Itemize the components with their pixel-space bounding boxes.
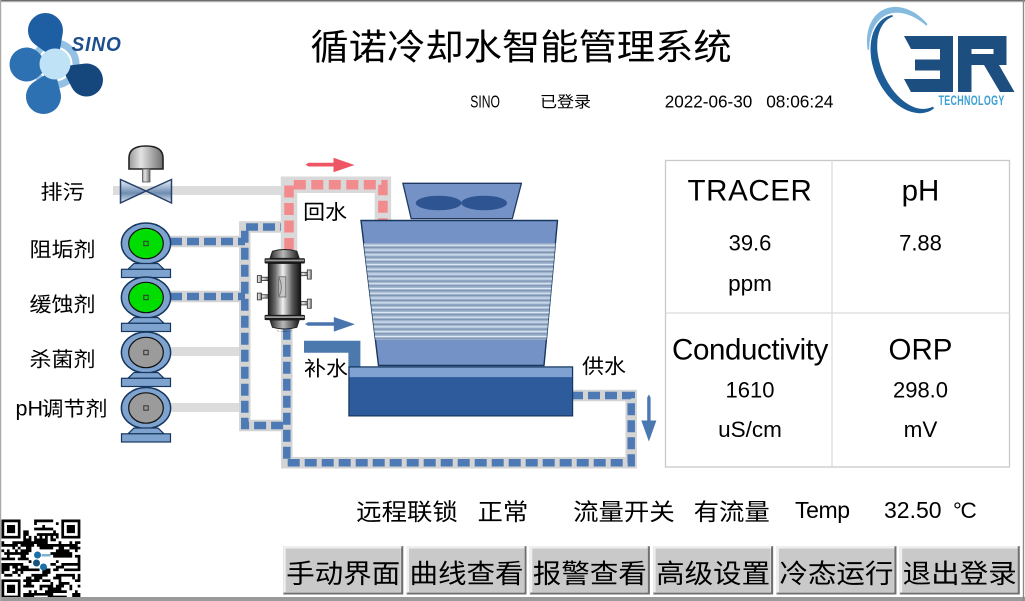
svg-text:TECHNOLOGY: TECHNOLOGY <box>939 94 1005 108</box>
svg-text:mV: mV <box>904 417 938 442</box>
svg-text:ppm: ppm <box>728 271 772 296</box>
svg-text:SINO: SINO <box>72 33 122 56</box>
svg-text:ORP: ORP <box>889 334 953 367</box>
svg-text:298.0: 298.0 <box>893 378 948 403</box>
svg-text:TRACER: TRACER <box>688 175 813 208</box>
svg-text:7.88: 7.88 <box>899 230 942 255</box>
svg-text:32.50: 32.50 <box>884 497 942 523</box>
svg-text:C: C <box>961 498 977 523</box>
svg-text:uS/cm: uS/cm <box>718 417 782 442</box>
svg-text:2022-06-30: 2022-06-30 <box>665 91 753 111</box>
svg-text:°: ° <box>953 498 962 523</box>
svg-text:Temp: Temp <box>795 497 850 523</box>
svg-text:1610: 1610 <box>726 378 775 403</box>
svg-text:Conductivity: Conductivity <box>672 334 829 367</box>
svg-text:08:06:24: 08:06:24 <box>766 91 833 111</box>
svg-text:pH: pH <box>16 397 43 421</box>
svg-text:pH: pH <box>902 175 940 208</box>
svg-text:SINO: SINO <box>470 92 500 112</box>
svg-text:39.6: 39.6 <box>729 230 772 255</box>
